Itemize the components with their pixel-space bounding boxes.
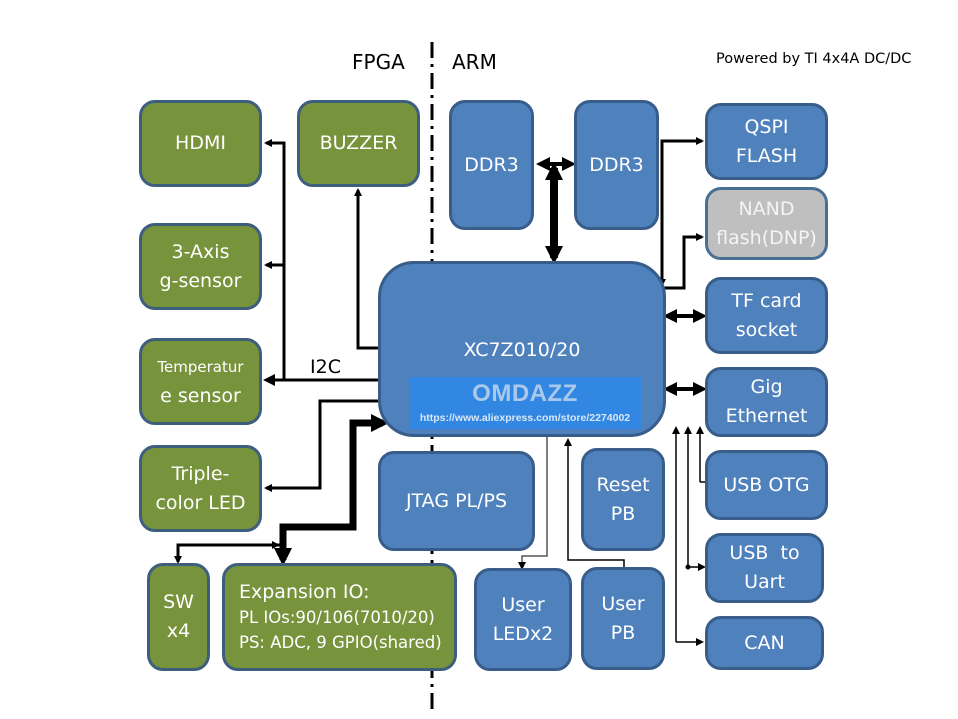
jtag-block[interactable]: JTAG PL/PS (378, 451, 535, 551)
reset-pb-block[interactable]: Reset PB (581, 448, 665, 551)
user-pb-wire (564, 438, 625, 567)
user-led-block[interactable]: User LEDx2 (474, 568, 572, 671)
watermark-banner (409, 377, 641, 429)
qspi-label-line1: QSPI (744, 115, 789, 138)
nand-flash-block[interactable]: NAND flash(DNP) (705, 187, 828, 260)
uart-label-line2: Uart (744, 571, 785, 593)
power-note: Powered by TI 4x4A DC/DC (716, 51, 912, 67)
led-wire (264, 399, 380, 492)
fpga-section-label: FPGA (352, 50, 405, 74)
watermark-url: https://www.aliexpress.com/store/2274002 (419, 412, 631, 424)
expansion-io-block[interactable]: Expansion IO: PL IOs:90/106(7010/20) PS:… (222, 563, 457, 671)
expansion-ps-ios: PS: ADC, 9 GPIO(shared) (239, 633, 442, 652)
user-led-label-line2: LEDx2 (492, 622, 554, 645)
user-led-label-line1: User (501, 593, 545, 616)
ddr3-label-2: DDR3 (589, 153, 644, 176)
tf-label-line1: TF card (731, 289, 802, 312)
user-pb-label-line2: PB (610, 621, 636, 644)
watermark-title: OMDAZZ (472, 380, 578, 407)
usb-uart-block[interactable]: USB to Uart (705, 533, 824, 603)
eth-label-line1: Gig (750, 376, 783, 398)
gig-ethernet-block[interactable]: Gig Ethernet (705, 367, 828, 437)
temp-label-line1: Temperatur (157, 357, 244, 376)
can-label: CAN (744, 631, 785, 654)
nand-label-line2: flash(DNP) (716, 226, 817, 249)
switch-block[interactable]: SW x4 (147, 563, 210, 671)
ddr3-block-1[interactable]: DDR3 (449, 100, 534, 230)
uart-label-line1: USB to (729, 542, 800, 564)
i2c-bus (263, 139, 380, 386)
hdmi-block[interactable]: HDMI (139, 100, 262, 187)
nand-label-line1: NAND (738, 197, 795, 220)
qspi-wire (660, 137, 704, 285)
expansion-pl-ios: PL IOs:90/106(7010/20) (239, 608, 435, 627)
led-label-line1: Triple- (171, 462, 230, 485)
sw-label-line2: x4 (166, 620, 191, 642)
sw-wire (174, 543, 280, 564)
temperature-sensor-block[interactable]: Temperatur e sensor (139, 338, 262, 425)
arm-section-label: ARM (452, 50, 497, 74)
qspi-flash-block[interactable]: QSPI FLASH (705, 103, 828, 180)
jtag-label: JTAG PL/PS (405, 489, 508, 512)
triple-color-led-block[interactable]: Triple- color LED (139, 445, 262, 532)
buzzer-wire (354, 188, 380, 350)
usb-otg-block[interactable]: USB OTG (705, 450, 828, 520)
reset-label-line1: Reset (596, 473, 650, 496)
sw-label-line1: SW (163, 591, 194, 613)
buzzer-block[interactable]: BUZZER (297, 100, 420, 187)
gsensor-block[interactable]: 3-Axis g-sensor (139, 223, 262, 310)
led-label-line2: color LED (155, 491, 246, 514)
hdmi-label: HDMI (175, 132, 226, 154)
ddr3-label-1: DDR3 (464, 153, 519, 176)
reset-label-line2: PB (610, 502, 636, 525)
can-block[interactable]: CAN (705, 616, 824, 670)
soc-label: XC7Z010/20 (463, 339, 581, 361)
tf-label-line2: socket (735, 318, 798, 341)
user-pb-block[interactable]: User PB (581, 567, 665, 670)
tf-card-block[interactable]: TF card socket (705, 277, 828, 354)
ddr3-block-2[interactable]: DDR3 (574, 100, 659, 230)
user-pb-label-line1: User (601, 592, 645, 615)
qspi-label-line2: FLASH (735, 144, 798, 167)
gsensor-label-line1: 3-Axis (171, 240, 230, 263)
expansion-wire (274, 414, 389, 566)
user-led-wire (518, 437, 548, 570)
expansion-title: Expansion IO: (239, 581, 370, 603)
eth-label-line2: Ethernet (725, 405, 808, 427)
temp-label-line2: e sensor (160, 384, 241, 407)
buzzer-label: BUZZER (319, 132, 398, 154)
otg-label: USB OTG (723, 473, 810, 496)
gsensor-label-line2: g-sensor (159, 269, 242, 292)
i2c-bus-label: I2C (310, 356, 341, 378)
nand-wire (663, 233, 704, 290)
